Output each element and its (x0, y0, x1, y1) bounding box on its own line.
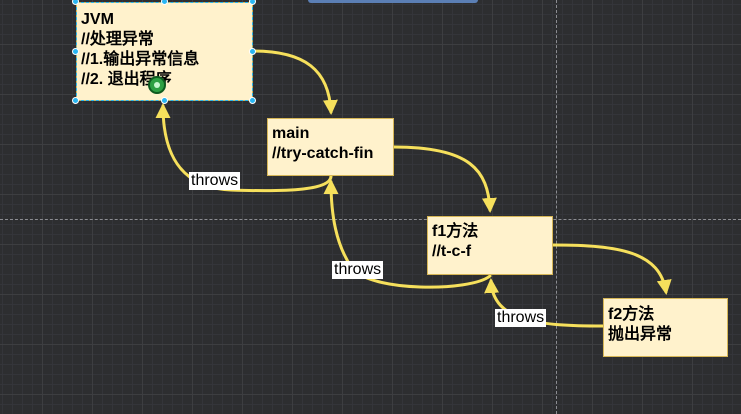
node-f2-title: f2方法 (608, 306, 655, 323)
cursor-highlight-icon (148, 76, 166, 94)
edge-f1-to-f2 (551, 243, 672, 295)
edge-jvm-to-main (251, 49, 338, 115)
resize-handle-bottom-center[interactable] (161, 97, 168, 104)
edge-main-to-f1 (392, 145, 497, 213)
resize-handle-top-left[interactable] (72, 0, 79, 5)
edge-label-main-to-jvm[interactable]: throws (189, 172, 241, 190)
node-main-title: main (272, 125, 310, 142)
node-f1-line-1: //t-c-f (432, 243, 472, 260)
node-f1[interactable]: f1方法 //t-c-f (427, 216, 553, 275)
resize-handle-middle-left[interactable] (72, 48, 79, 55)
node-main[interactable]: main //try-catch-fin (267, 118, 394, 176)
resize-handle-bottom-right[interactable] (249, 97, 256, 104)
node-f1-title: f1方法 (432, 223, 479, 240)
resize-handle-middle-right[interactable] (249, 48, 256, 55)
node-f2[interactable]: f2方法 抛出异常 (603, 298, 728, 357)
edge-label-f1-to-main[interactable]: throws (332, 261, 384, 279)
edge-label-f2-to-f1[interactable]: throws (495, 309, 547, 327)
page-break-vertical (556, 0, 557, 414)
resize-handle-top-right[interactable] (249, 0, 256, 5)
resize-handle-bottom-left[interactable] (72, 97, 79, 104)
page-break-horizontal (0, 219, 741, 220)
node-jvm-line-1: //处理异常 (81, 31, 154, 48)
top-toolbar-edge (308, 0, 478, 3)
resize-handle-top-center[interactable] (161, 0, 168, 5)
node-main-line-1: //try-catch-fin (272, 145, 374, 162)
node-f2-line-1: 抛出异常 (608, 326, 673, 343)
node-jvm-line-2: //1.输出异常信息 (81, 51, 200, 68)
node-jvm-title: JVM (81, 11, 114, 28)
